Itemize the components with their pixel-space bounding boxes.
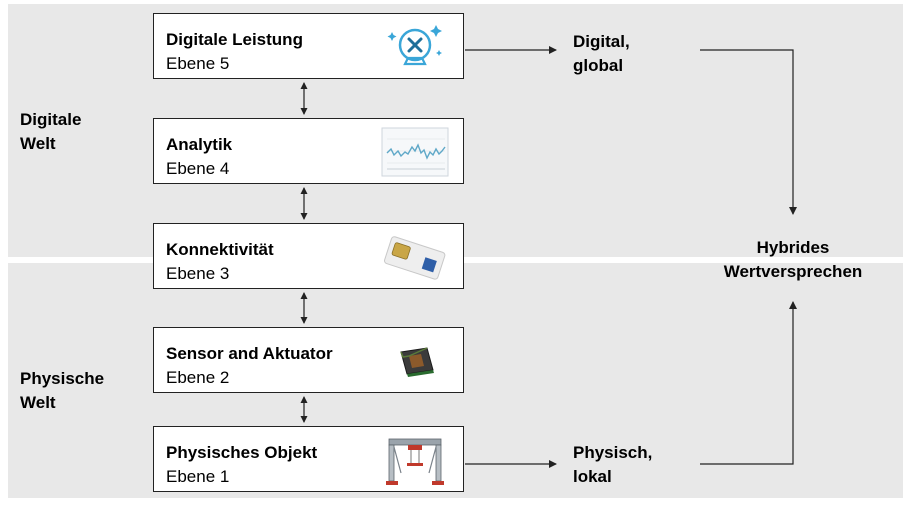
level-2-subtitle: Ebene 2 [166, 368, 230, 387]
level-2-title: Sensor and Aktuator [166, 344, 333, 363]
sim-card-icon [384, 236, 446, 280]
physical-local-label: Physisch, lokal [573, 443, 653, 486]
physical-world-label: Physische Welt [20, 369, 105, 412]
level-1-box: Physisches Objekt Ebene 1 [153, 426, 464, 492]
level-1-title: Physisches Objekt [166, 443, 318, 462]
digital-world-label: Digitale Welt [20, 110, 82, 153]
microchip-icon [400, 347, 434, 377]
gantry-crane-icon [386, 438, 444, 485]
level-5-subtitle: Ebene 5 [166, 54, 230, 73]
level-3-subtitle: Ebene 3 [166, 264, 230, 283]
hybrid-value-proposition-label: Hybrides Wertversprechen [723, 238, 863, 281]
level-5-box: Digitale Leistung Ebene 5 [153, 13, 464, 79]
digital-global-label: Digital, global [573, 32, 630, 75]
level-1-subtitle: Ebene 1 [166, 467, 230, 486]
arrow-physical-to-hybrid [700, 301, 797, 465]
level-4-title: Analytik [166, 135, 233, 154]
level-5-title: Digitale Leistung [166, 30, 303, 49]
level-4-subtitle: Ebene 4 [166, 159, 230, 178]
arrow-digital-to-hybrid [700, 49, 797, 215]
level-3-title: Konnektivität [166, 240, 274, 259]
level-2-box: Sensor and Aktuator Ebene 2 [153, 327, 464, 393]
crystal-ball-tools-icon [387, 25, 442, 66]
level-4-box: Analytik Ebene 4 [153, 118, 464, 184]
line-chart-thumbnail-icon [381, 127, 449, 177]
level-3-box: Konnektivität Ebene 3 [153, 223, 464, 289]
